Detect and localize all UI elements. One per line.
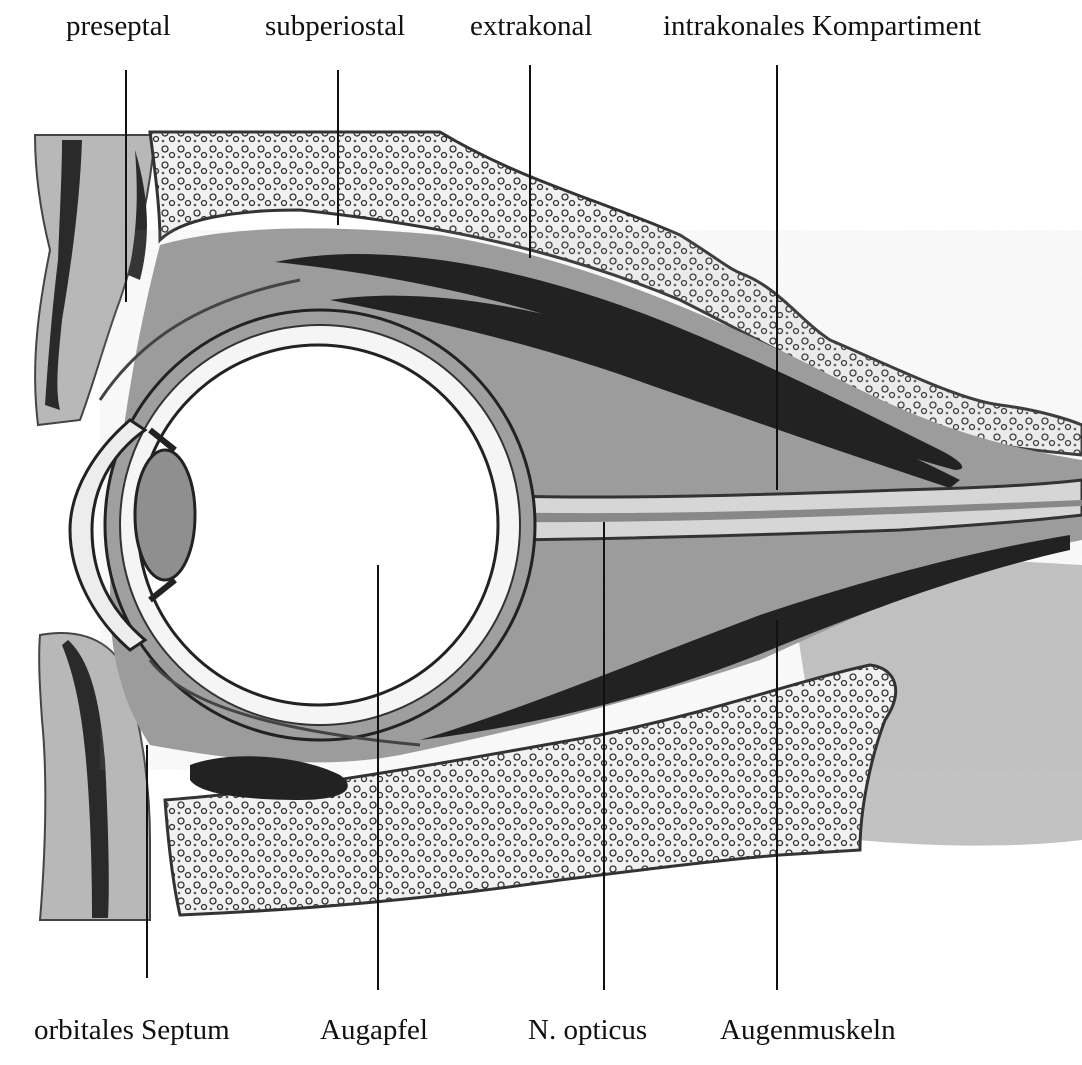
lens (135, 450, 195, 580)
